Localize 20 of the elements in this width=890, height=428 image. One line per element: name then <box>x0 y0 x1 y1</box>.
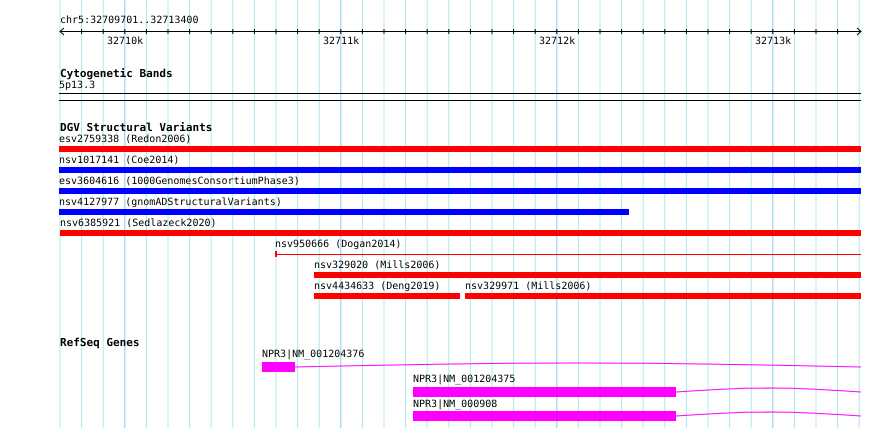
band-label: 5p13.3 <box>59 80 96 92</box>
variant-label: nsv329971 (Mills2006) <box>465 281 592 293</box>
region-label: chr5:32709701..32713400 <box>60 15 198 27</box>
tick-label: 32713k <box>755 36 792 48</box>
variant-label: nsv329020 (Mills2006) <box>314 260 440 272</box>
tick-label: 32711k <box>323 36 360 48</box>
variant-label: esv2759338 (Redon2006) <box>59 134 192 146</box>
variant-label: nsv950666 (Dogan2014) <box>275 239 402 251</box>
variant-label: nsv4127977 (gnomADStructuralVariants) <box>59 197 282 209</box>
variant-label: nsv4434633 (Deng2019) <box>314 281 440 293</box>
tick-label: 32710k <box>107 36 144 48</box>
variant-label: nsv6385921 (Sedlazeck2020) <box>60 218 217 230</box>
variant-label: esv3604616 (1000GenomesConsortiumPhase3) <box>59 176 300 188</box>
variant-label: nsv1017141 (Coe2014) <box>59 155 180 167</box>
gene-label: NPR3|NM_001204375 <box>413 374 516 386</box>
gene-label: NPR3|NM_001204376 <box>262 349 364 361</box>
tick-label: 32712k <box>539 36 576 48</box>
gene-label: NPR3|NM_000908 <box>413 399 498 411</box>
track-title: RefSeq Genes <box>60 337 140 349</box>
track-title: DGV Structural Variants <box>60 122 212 134</box>
